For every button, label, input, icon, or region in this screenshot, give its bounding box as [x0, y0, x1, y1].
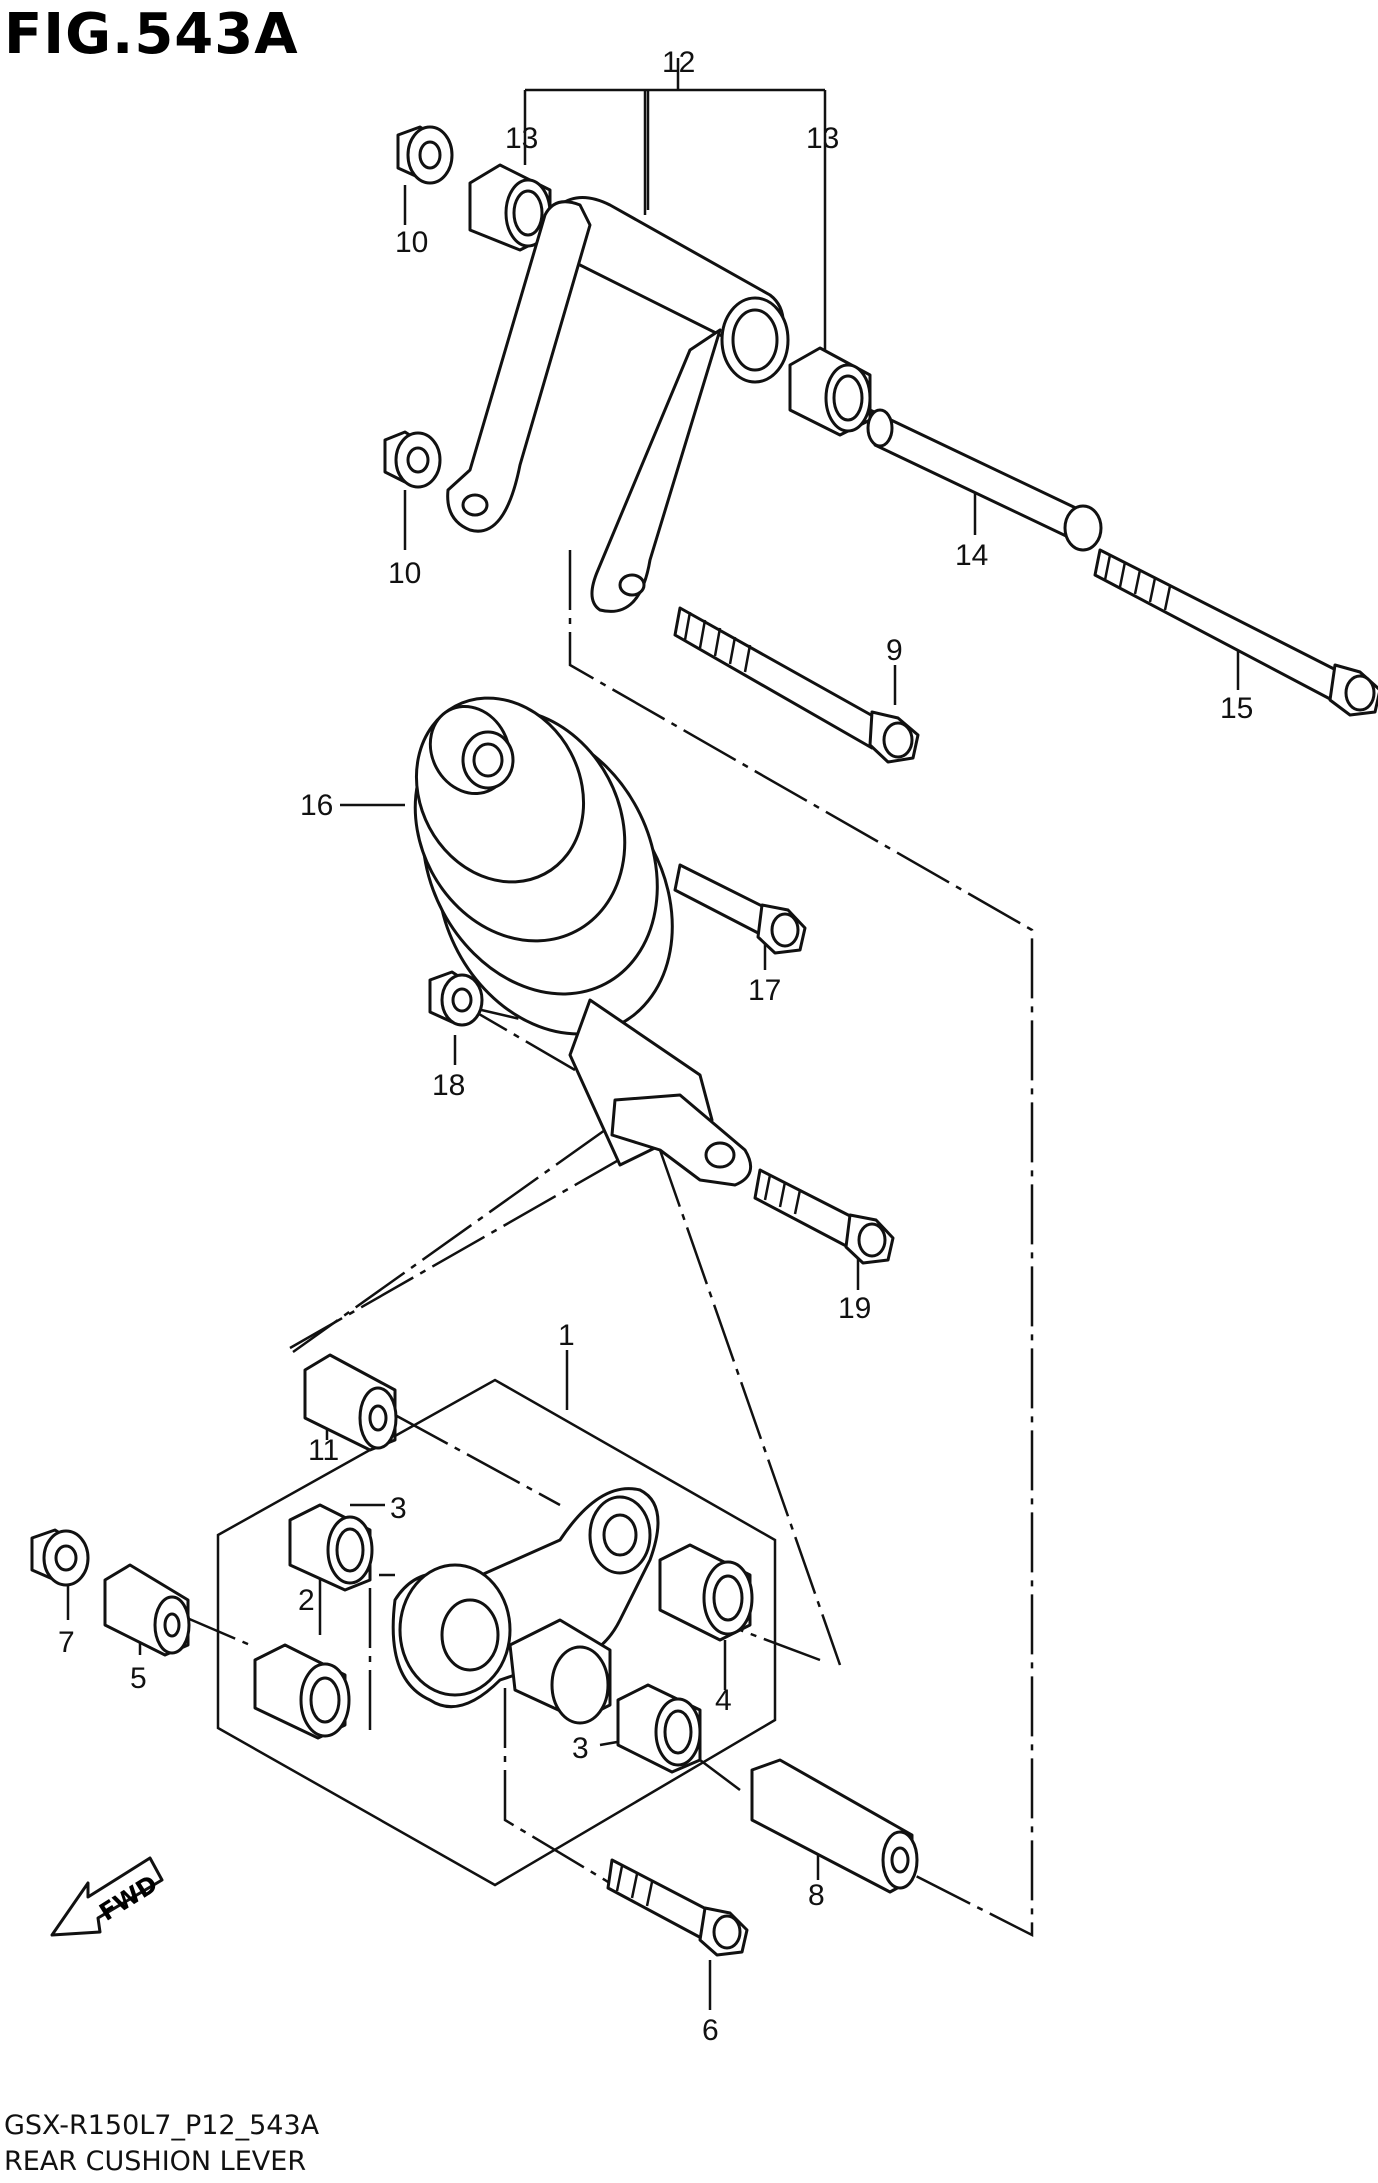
callout-5: 5	[130, 1662, 147, 1695]
collar-part-5	[103, 1563, 191, 1657]
bolt-part-17	[673, 863, 807, 955]
callout-10-upper: 10	[395, 226, 428, 259]
callout-15: 15	[1220, 692, 1253, 725]
figure-caption: REAR CUSHION LEVER	[4, 2146, 307, 2177]
cushion-lever-part-1	[391, 1487, 660, 1725]
bolt-part-15	[1093, 548, 1378, 717]
collar-part-11	[303, 1353, 398, 1452]
bearing-part-3-lower	[616, 1683, 702, 1774]
callout-12: 12	[662, 46, 695, 79]
callout-labels: 1 2 3 3 4 5 6 7 8 9 10 10 11 12 13 13 14…	[58, 46, 1253, 2047]
bolt-part-9	[673, 606, 920, 764]
callout-4: 4	[715, 1684, 732, 1717]
callout-3-upper: 3	[390, 1492, 407, 1525]
callout-16: 16	[300, 789, 333, 822]
callout-19: 19	[838, 1292, 871, 1325]
bolt-part-19	[753, 1168, 895, 1265]
callout-18: 18	[432, 1069, 465, 1102]
bearing-part-13-left	[468, 163, 552, 252]
callout-17: 17	[748, 974, 781, 1007]
bearing-part-3-upper	[288, 1503, 374, 1592]
forward-direction-arrow: FWD	[50, 1856, 164, 1937]
link-rod-part-12	[446, 196, 790, 613]
bolt-part-6	[606, 1858, 749, 1957]
nut-part-10-lower	[383, 430, 442, 489]
callout-8: 8	[808, 1879, 825, 1912]
bearing-part-4	[658, 1543, 754, 1642]
callout-9: 9	[886, 634, 903, 667]
callout-3-lower: 3	[572, 1732, 589, 1765]
callout-13-right: 13	[806, 122, 839, 155]
bearing-part-2	[253, 1643, 351, 1740]
nut-part-10-upper	[396, 125, 454, 185]
callout-11: 11	[308, 1434, 339, 1467]
bearing-part-13-right	[788, 346, 872, 437]
callout-1: 1	[558, 1319, 575, 1352]
nut-part-18	[428, 970, 484, 1027]
callout-13-left: 13	[505, 122, 538, 155]
collar-part-8	[750, 1758, 919, 1894]
model-code: GSX-R150L7_P12_543A	[4, 2110, 320, 2141]
callout-10-lower: 10	[388, 557, 421, 590]
callout-6: 6	[702, 2014, 719, 2047]
callout-14: 14	[955, 539, 988, 572]
figure-title: FIG.543A	[4, 2, 299, 67]
callout-7: 7	[58, 1626, 75, 1659]
rear-shock-absorber-part-16	[413, 696, 753, 1187]
nut-part-7	[30, 1528, 90, 1587]
collar-part-14	[866, 408, 1103, 552]
callout-2: 2	[298, 1584, 315, 1617]
